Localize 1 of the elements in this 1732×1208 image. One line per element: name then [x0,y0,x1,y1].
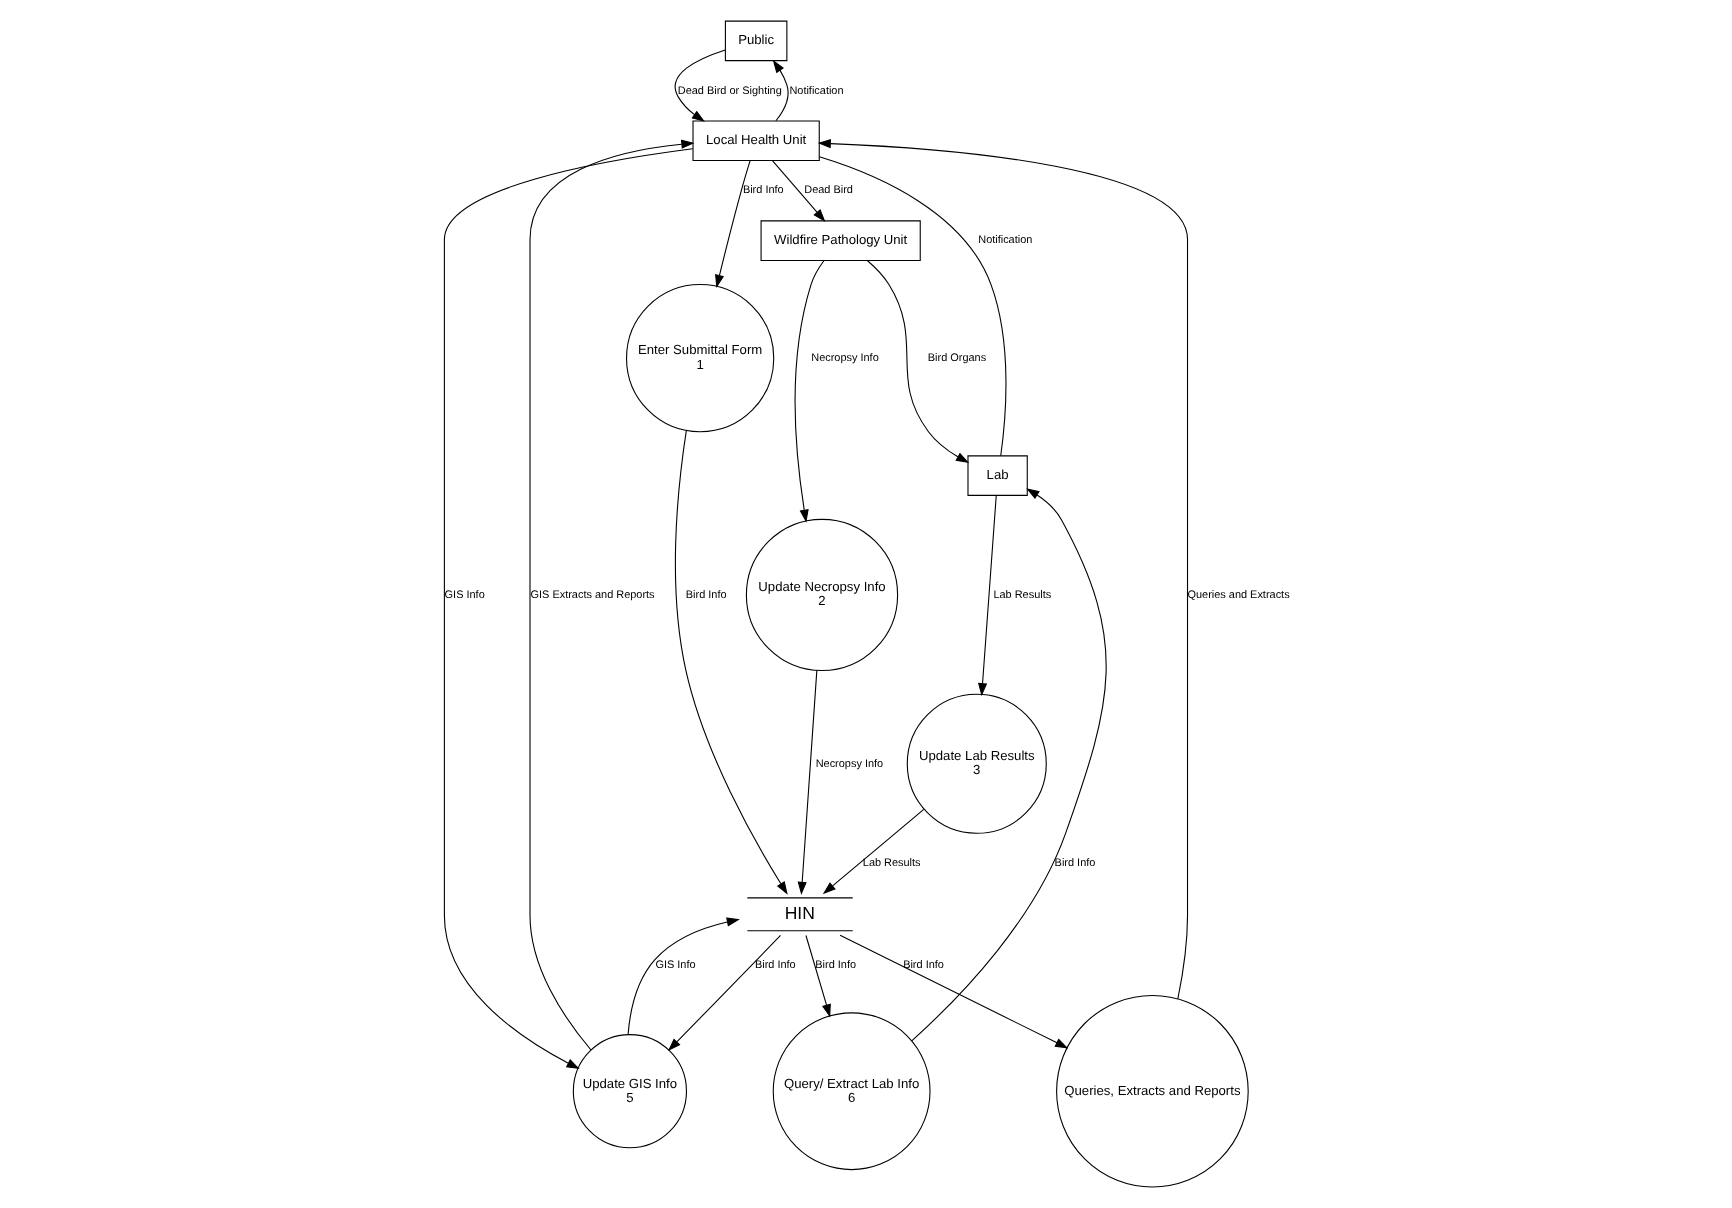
node-text: HIN [783,902,814,923]
